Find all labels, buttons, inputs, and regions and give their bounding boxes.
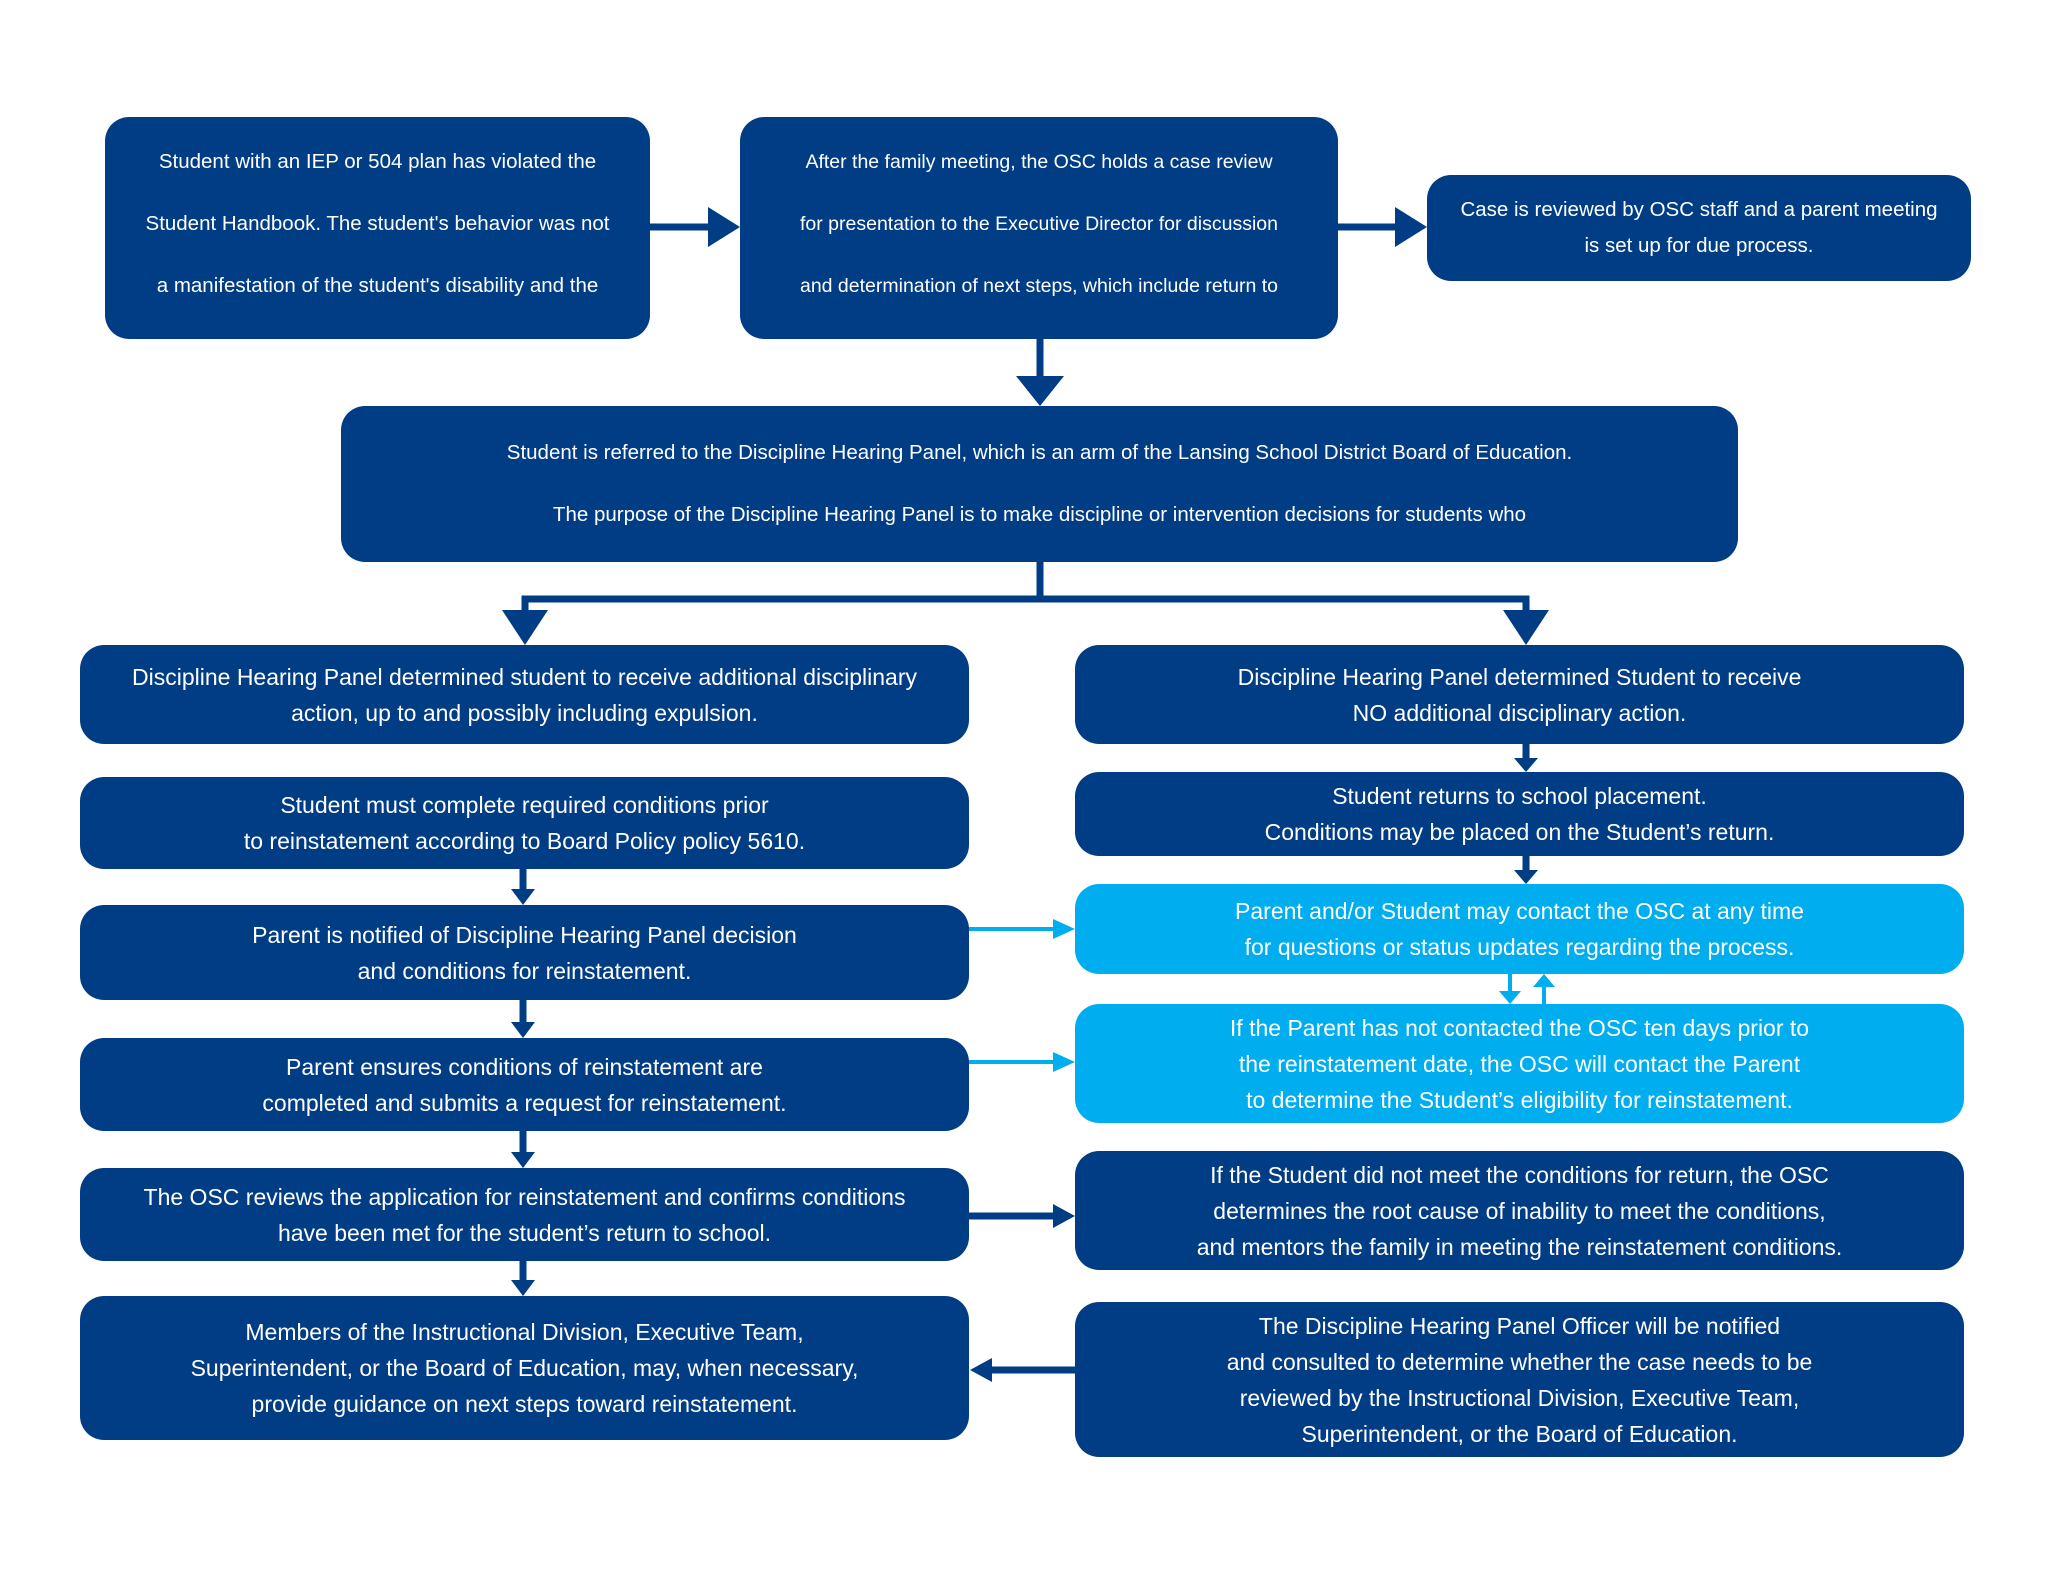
node-text: The purpose of the Discipline Hearing Pa… [552,503,1527,526]
node-no-action: Discipline Hearing Panel determined Stud… [1075,645,1964,744]
arrowhead [1016,376,1064,406]
arrowhead [511,1280,535,1296]
node-text: and conditions for reinstatement. [357,957,692,984]
arrowhead [1533,974,1555,987]
node-text: Discipline Hearing Panel determined Stud… [1237,663,1802,690]
node-text: to reinstatement according to Board Poli… [243,828,806,854]
node-text: NO additional disciplinary action. [1352,699,1687,726]
arrowhead [1514,870,1538,884]
node-guidance: Members of the Instructional Division, E… [80,1296,969,1440]
node-text: to determine the Student’s eligibility f… [1246,1086,1793,1113]
node-text: completed and submits a request for rein… [262,1089,787,1116]
node-osc-contacts-parent: If the Parent has not contacted the OSC … [1075,1004,1964,1123]
node-text: Parent ensures conditions of reinstateme… [286,1053,763,1080]
node-text: Student returns to school placement. [1332,783,1707,809]
node-text: Parent is notified of Discipline Hearing… [252,921,797,948]
node-text: Student must complete required condition… [280,792,769,818]
arrowhead [511,1022,535,1038]
arrowhead [511,1152,535,1168]
arrowhead [511,889,535,905]
node-text: Case is reviewed by OSC staff and a pare… [1460,198,1938,221]
node-text: action, up to and possibly including exp… [291,699,758,726]
node-text: have been met for the student’s return t… [277,1219,772,1246]
node-text: provide guidance on next steps toward re… [251,1391,798,1417]
node-text: The OSC reviews the application for rein… [143,1183,906,1210]
node-text: If the Parent has not contacted the OSC … [1229,1014,1810,1041]
node-additional-action: Discipline Hearing Panel determined stud… [80,645,969,744]
node-returns-school: Student returns to school placement. Con… [1075,772,1964,856]
node-parent-notified: Parent is notified of Discipline Hearing… [80,905,969,1000]
arrowhead [1499,991,1521,1004]
node-text: Student is referred to the Discipline He… [506,441,1573,464]
arrowhead [1514,758,1538,772]
node-text: The Discipline Hearing Panel Officer wil… [1258,1312,1781,1339]
node-text: for presentation to the Executive Direct… [800,213,1278,235]
node-text: and consulted to determine whether the c… [1226,1348,1813,1375]
arrowhead [1053,919,1075,939]
arrowhead [970,1358,992,1382]
node-text: is set up for due process. [1584,234,1814,257]
node-text: Student Handbook. The student's behavior… [145,212,610,235]
node-officer-notified: The Discipline Hearing Panel Officer wil… [1075,1302,1964,1457]
node-osc-reviews-application: The OSC reviews the application for rein… [80,1168,969,1261]
node-referral: Student is referred to the Discipline He… [341,406,1738,562]
node-text: a manifestation of the student's disabil… [156,274,599,297]
node-text: Student with an IEP or 504 plan has viol… [158,150,597,173]
arrowhead [1395,207,1427,247]
arrowhead [502,610,548,645]
arrowhead [708,207,740,247]
node-text: Superintendent, or the Board of Educatio… [1301,1420,1738,1447]
node-root-cause: If the Student did not meet the conditio… [1075,1151,1964,1270]
node-text: the reinstatement date, the OSC will con… [1238,1050,1801,1077]
node-text: reviewed by the Instructional Division, … [1239,1384,1800,1411]
arrowhead [1503,610,1549,645]
arrowhead [1053,1204,1075,1228]
node-text: Discipline Hearing Panel determined stud… [132,663,917,690]
node-text: and determination of next steps, which i… [799,275,1279,297]
node-text: Members of the Instructional Division, E… [245,1319,804,1345]
arrowhead [1053,1052,1075,1072]
node-text: Conditions may be placed on the Student’… [1264,819,1775,845]
node-osc-review: Case is reviewed by OSC staff and a pare… [1427,175,1971,281]
node-text: After the family meeting, the OSC holds … [805,151,1273,173]
node-complete-conditions: Student must complete required condition… [80,777,969,869]
node-text: If the Student did not meet the conditio… [1210,1161,1829,1188]
node-violation: Student with an IEP or 504 plan has viol… [105,117,650,339]
node-contact-osc: Parent and/or Student may contact the OS… [1075,884,1964,974]
node-parent-ensures: Parent ensures conditions of reinstateme… [80,1038,969,1131]
arrow-referral-branch [521,595,1530,612]
node-text: Superintendent, or the Board of Educatio… [190,1355,859,1381]
node-text: determines the root cause of inability t… [1213,1197,1826,1224]
node-text: Parent and/or Student may contact the OS… [1235,898,1804,924]
node-case-review: After the family meeting, the OSC holds … [740,117,1338,339]
node-text: and mentors the family in meeting the re… [1196,1233,1843,1260]
node-text: for questions or status updates regardin… [1244,934,1795,960]
